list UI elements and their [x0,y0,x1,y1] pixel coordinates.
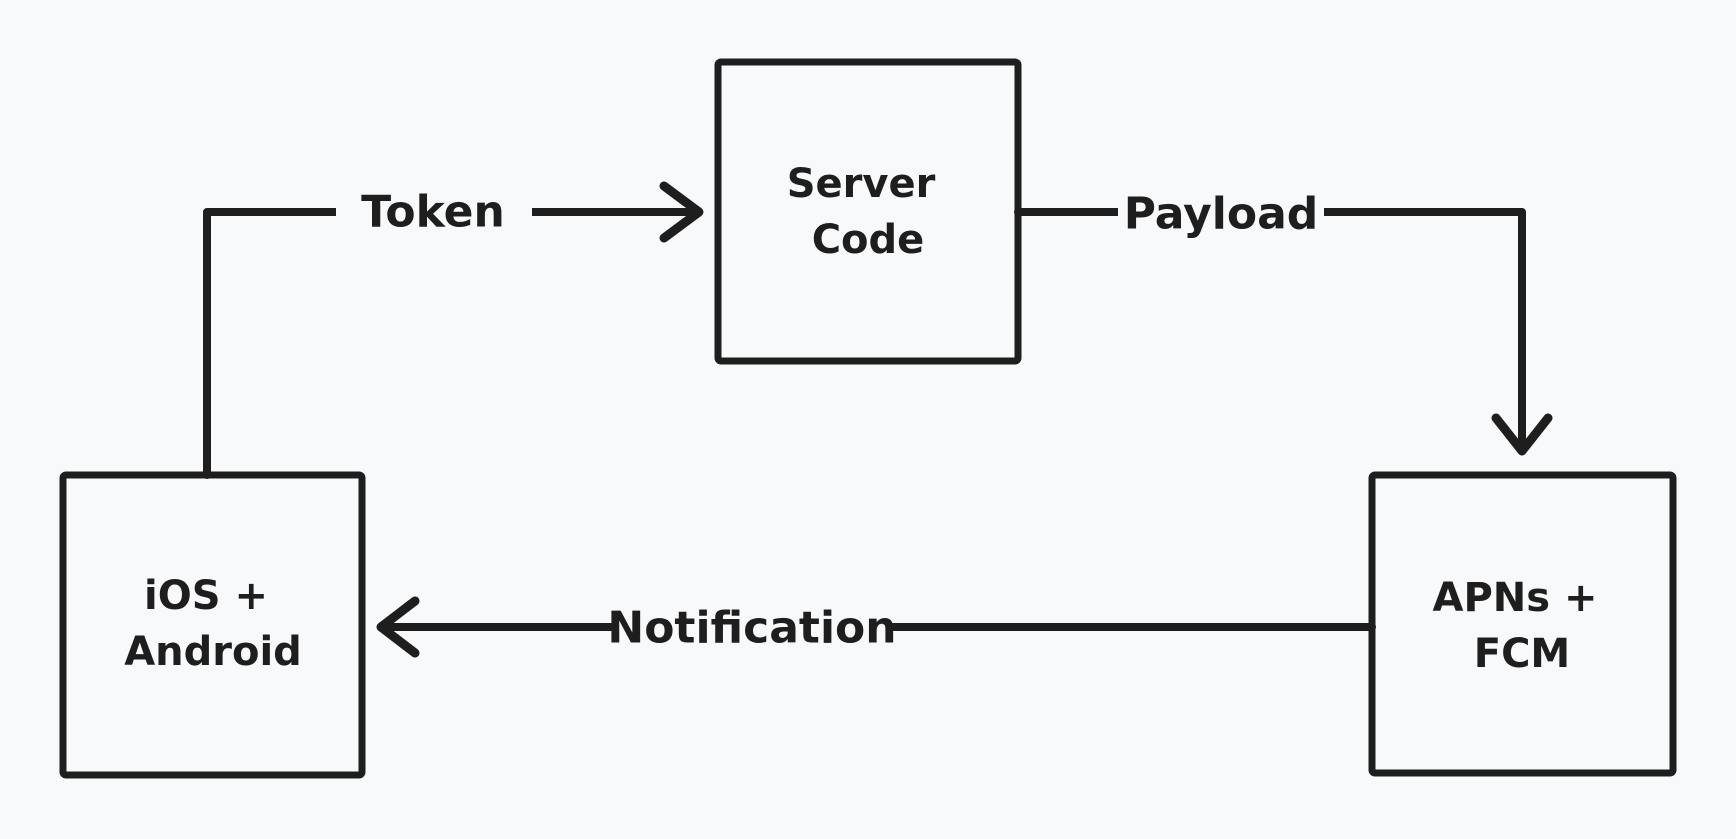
edge-notification: Notification [376,596,1376,658]
ios-android-label-line2: Android [124,629,302,675]
edge-payload: Payload [1014,180,1553,456]
ios-android-label: iOS + Android [124,560,302,675]
node-ios-android: iOS + Android [59,471,366,779]
server-code-label: Server Code [787,148,950,263]
apns-fcm-label-line1: APNs + [1433,575,1598,621]
payload-arrowhead-icon [1491,413,1553,456]
node-server-code: Server Code [714,58,1022,365]
token-label-mask [336,182,532,242]
server-code-box [714,58,1022,365]
notification-edge-label: Notification [607,603,896,654]
apns-fcm-box [1368,471,1677,777]
ios-android-label-line1: iOS + [144,573,268,619]
payload-label-mask [1118,180,1324,244]
server-code-label-line2: Code [812,217,925,263]
apns-fcm-label-line2: FCM [1474,631,1570,677]
server-code-label-line1: Server [787,161,936,207]
ios-android-box [59,471,366,779]
edge-token: Token [203,181,704,479]
apns-fcm-label: APNs + FCM [1433,562,1612,677]
payload-edge-label: Payload [1124,189,1319,240]
token-arrowhead-icon [659,181,704,243]
token-edge-label: Token [361,187,505,238]
node-apns-fcm: APNs + FCM [1368,471,1677,777]
notification-arrowhead-icon [376,596,420,658]
notification-label-mask [618,596,886,658]
